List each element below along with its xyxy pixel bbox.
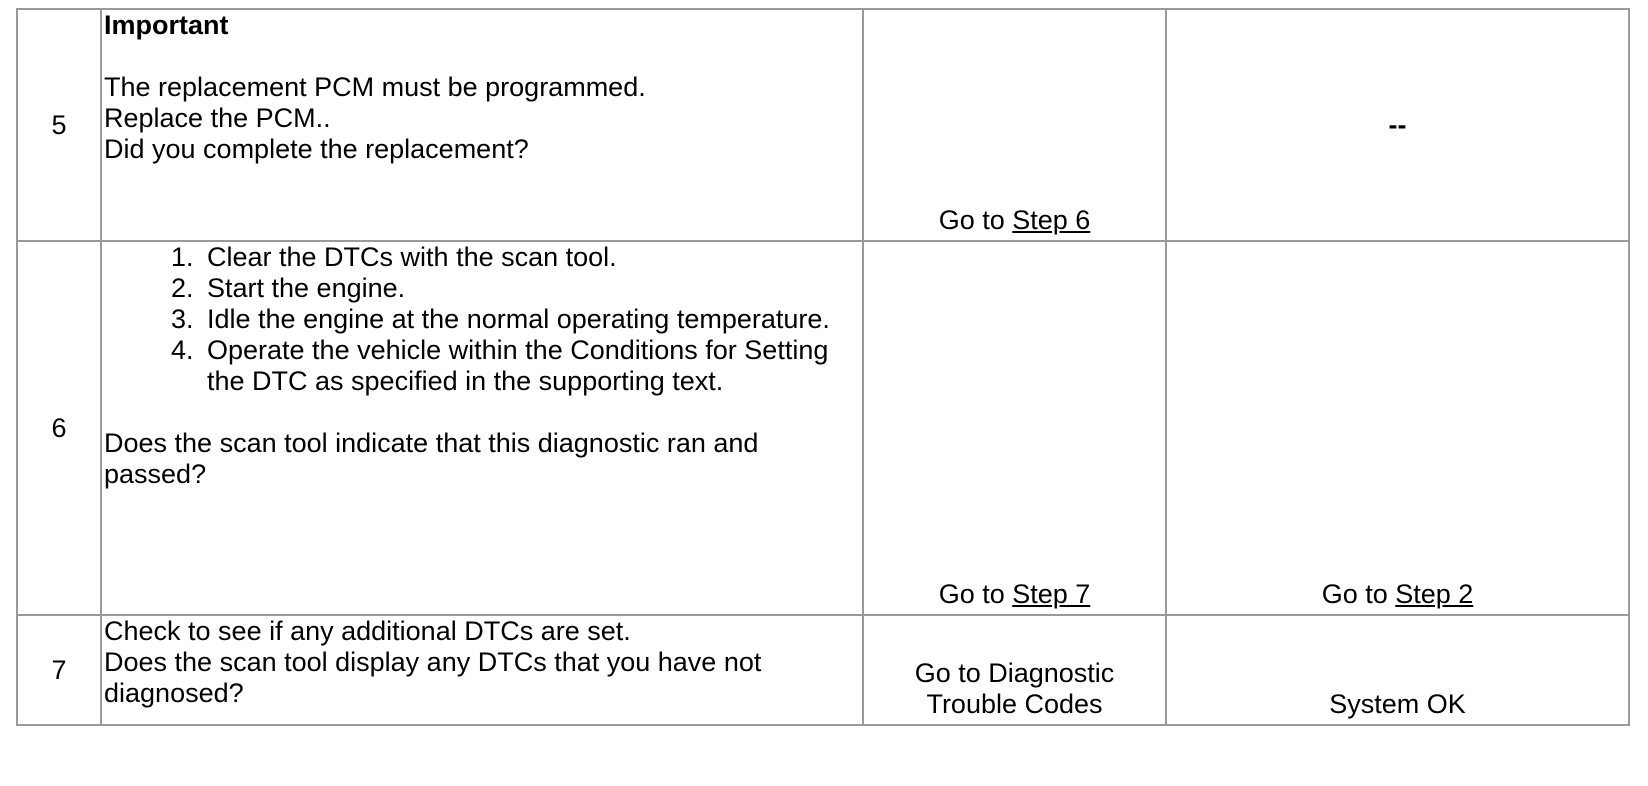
- important-label: Important: [104, 10, 229, 40]
- yes-cell: Go to Diagnostic Trouble Codes: [862, 614, 1167, 726]
- yes-prefix: Go to: [938, 579, 1013, 609]
- step-number: 6: [16, 240, 102, 616]
- action-cell: Clear the DTCs with the scan tool. Start…: [100, 240, 864, 616]
- table-row: 7 Check to see if any additional DTCs ar…: [16, 614, 1630, 726]
- question-text: Does the scan tool indicate that this di…: [104, 428, 759, 489]
- action-cell: Important The replacement PCM must be pr…: [100, 8, 864, 242]
- action-line: Check to see if any additional DTCs are …: [104, 616, 631, 646]
- action-line: Did you complete the replacement?: [104, 134, 529, 164]
- action-cell: Check to see if any additional DTCs are …: [100, 614, 864, 726]
- system-ok-text: System OK: [1329, 689, 1466, 719]
- step-7-link[interactable]: Step 7: [1012, 579, 1091, 609]
- diagnostic-trouble-codes-line-2[interactable]: Trouble Codes: [926, 689, 1103, 719]
- no-cell: System OK: [1165, 614, 1630, 726]
- list-item: Clear the DTCs with the scan tool.: [201, 242, 862, 273]
- table-row: 5 Important The replacement PCM must be …: [16, 8, 1630, 242]
- step-6-link[interactable]: Step 6: [1012, 205, 1091, 235]
- no-cell: --: [1165, 8, 1630, 242]
- action-line: Replace the PCM..: [104, 103, 331, 133]
- step-number: 7: [16, 614, 102, 726]
- step-2-link[interactable]: Step 2: [1395, 579, 1474, 609]
- no-cell: Go to Step 2: [1165, 240, 1630, 616]
- list-item: Operate the vehicle within the Condition…: [201, 335, 862, 397]
- table-row: 6 Clear the DTCs with the scan tool. Sta…: [16, 240, 1630, 616]
- diagnostic-trouble-codes-line-1[interactable]: Go to Diagnostic: [914, 658, 1115, 688]
- yes-cell: Go to Step 7: [862, 240, 1167, 616]
- yes-cell: Go to Step 6: [862, 8, 1167, 242]
- no-prefix: Go to: [1321, 579, 1396, 609]
- yes-prefix: Go to: [938, 205, 1013, 235]
- list-item: Start the engine.: [201, 273, 862, 304]
- no-action-dash: --: [1388, 109, 1407, 140]
- step-number: 5: [16, 8, 102, 242]
- diagnostic-steps-table: 5 Important The replacement PCM must be …: [16, 8, 1630, 726]
- action-line: The replacement PCM must be programmed.: [104, 72, 646, 102]
- procedure-list: Clear the DTCs with the scan tool. Start…: [104, 242, 862, 397]
- list-item: Idle the engine at the normal operating …: [201, 304, 862, 335]
- diagnostic-table-container: 5 Important The replacement PCM must be …: [16, 8, 1630, 726]
- action-line: Does the scan tool display any DTCs that…: [104, 647, 762, 708]
